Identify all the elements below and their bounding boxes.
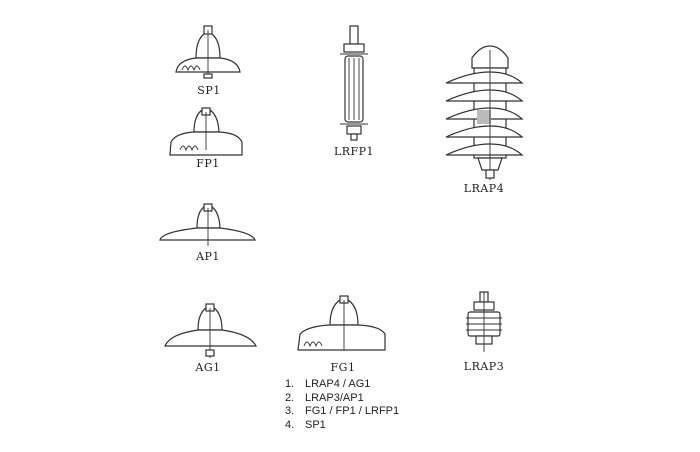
lrap4-insulator-drawing [445,45,524,180]
fg1-label: FG1 [331,361,356,374]
fp1-label: FP1 [196,157,220,170]
fg1-insulator-drawing [297,295,386,351]
answer-option: 1.LRAP4 / AG1 [285,378,371,390]
sp1-insulator-drawing [175,25,241,79]
ag1-label: AG1 [194,361,220,374]
answer-option: 4.SP1 [285,418,326,431]
lrap4-label: LRAP4 [464,182,504,195]
answer-option-text: LRAP4 / AG1 [305,378,371,390]
answer-options-list: 1.LRAP4 / AG1 2.LRAP3/AP1 3.FG1 / FP1 / … [285,378,399,432]
answer-option-text: LRAP3/AP1 [305,391,364,404]
fp1-insulator-drawing [169,107,243,156]
lrfp1-insulator-drawing [340,25,368,141]
lrfp1-label: LRFP1 [334,145,374,158]
lrap3-insulator-drawing [466,291,502,352]
ap1-insulator-drawing [159,203,256,246]
ap1-label: AP1 [195,250,220,263]
lrap3-label: LRAP3 [464,360,504,373]
sp1-label: SP1 [197,84,220,97]
answer-option: 3.FG1 / FP1 / LRFP1 [285,405,400,417]
answer-option-text: FG1 / FP1 / LRFP1 [305,405,400,417]
answer-option: 2.LRAP3/AP1 [285,391,364,404]
ag1-insulator-drawing [164,303,257,358]
answer-option-text: SP1 [305,418,326,431]
